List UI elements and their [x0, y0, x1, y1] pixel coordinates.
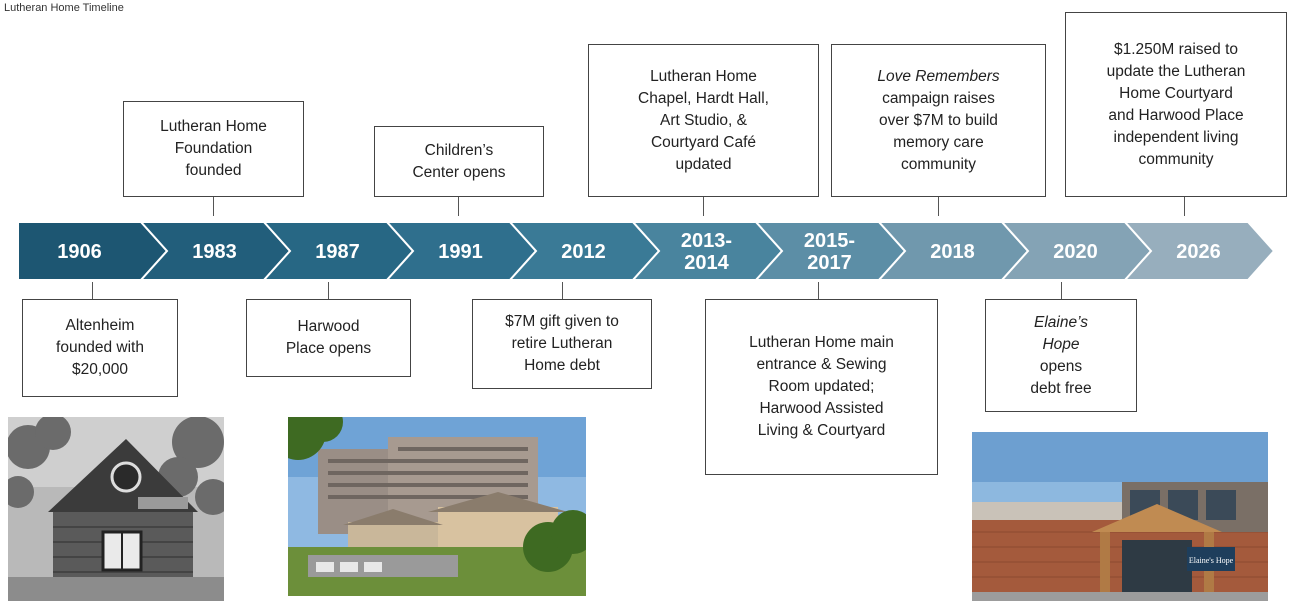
event-2020-name-part1: Elaine’s	[1033, 313, 1088, 331]
elaines-hope-building-photo: Elaine's Hope	[972, 432, 1268, 601]
connector-2018	[938, 196, 939, 216]
event-2013-line4: Courtyard Café	[650, 133, 757, 151]
event-2012-line2: retire Lutheran	[511, 335, 613, 352]
event-2018-line3: over $7M to build	[879, 111, 998, 129]
event-2012-line3: Home debt	[524, 357, 600, 374]
connector-2020	[1061, 282, 1062, 300]
event-1983-line3: founded	[185, 162, 242, 179]
connector-2012	[562, 282, 563, 300]
event-2018-campaign-name: Love Remembers	[877, 67, 1000, 85]
event-box-2018: Love Remembers campaign raises over $7M …	[831, 44, 1046, 197]
event-2018-line5: community	[901, 155, 976, 173]
timeline-year-label-1: 1983	[192, 241, 237, 263]
connector-1983	[213, 196, 214, 216]
event-2015-line2: entrance & Sewing	[756, 356, 887, 373]
event-1906-line1: Altenheim	[65, 317, 135, 334]
event-box-2026: $1.250M raised to update the Lutheran Ho…	[1065, 12, 1287, 197]
timeline-segment-9	[1122, 221, 1276, 281]
timeline-year-label-3: 1991	[438, 241, 483, 263]
event-2012-line1: $7M gift given to	[505, 313, 619, 330]
event-box-2015: Lutheran Home main entrance & Sewing Roo…	[705, 299, 938, 475]
event-1987-line1: Harwood	[297, 318, 360, 335]
event-2015-line4: Harwood Assisted	[759, 400, 884, 417]
event-2018-line2: campaign raises	[882, 89, 995, 107]
historic-house-photo	[8, 417, 224, 601]
event-1906-line2: founded with	[56, 339, 144, 356]
event-box-2012: $7M gift given to retire Lutheran Home d…	[472, 299, 652, 389]
event-2020-name-part2: Hope	[1042, 335, 1080, 353]
event-2026-line4: and Harwood Place	[1108, 106, 1244, 124]
timeline-year-label-5: 2013-2014	[681, 230, 732, 274]
connector-1987	[328, 282, 329, 300]
event-box-1987: Harwood Place opens	[246, 299, 411, 377]
connector-2026	[1184, 196, 1185, 216]
timeline-year-label-8: 2020	[1053, 241, 1098, 263]
event-2015-line1: Lutheran Home main	[749, 334, 894, 351]
event-2026-line3: Home Courtyard	[1119, 84, 1233, 102]
event-1983-line2: Foundation	[174, 140, 253, 157]
event-box-1991: Children’s Center opens	[374, 126, 544, 197]
campus-buildings-photo	[288, 417, 586, 596]
timeline-year-label-7: 2018	[930, 241, 975, 263]
timeline-year-label-2: 1987	[315, 241, 360, 263]
event-2026-line2: update the Lutheran	[1106, 62, 1246, 80]
event-2013-line5: updated	[675, 155, 732, 173]
timeline-year-label-0: 1906	[57, 241, 102, 263]
event-2020-line3: debt free	[1030, 379, 1092, 397]
event-1983-line1: Lutheran Home	[160, 118, 267, 135]
page-label: Lutheran Home Timeline	[4, 2, 124, 14]
event-1991-line2: Center opens	[412, 163, 506, 181]
event-box-2020: Elaine’s Hope opens debt free	[985, 299, 1137, 412]
timeline-year-label-9: 2026	[1176, 241, 1221, 263]
event-2013-line3: Art Studio, &	[659, 111, 747, 129]
event-2026-line5: independent living	[1113, 128, 1239, 146]
event-box-1983: Lutheran Home Foundation founded	[123, 101, 304, 197]
connector-1906	[92, 282, 93, 300]
building-sign-text: Elaine's Hope	[1189, 556, 1234, 565]
event-1991-line1: Children’s	[424, 141, 494, 159]
event-1906-line3: $20,000	[71, 361, 129, 378]
event-box-1906: Altenheim founded with $20,000	[22, 299, 178, 397]
timeline-year-label-6: 2015-2017	[804, 230, 855, 274]
event-box-2013: Lutheran Home Chapel, Hardt Hall, Art St…	[588, 44, 819, 197]
event-2026-line6: community	[1138, 150, 1214, 168]
connector-1991	[458, 196, 459, 216]
event-2013-line2: Chapel, Hardt Hall,	[638, 89, 769, 107]
connector-2015	[818, 282, 819, 300]
event-2013-line1: Lutheran Home	[650, 67, 757, 85]
event-2020-line2-rest: opens	[1039, 357, 1083, 375]
connector-2013	[703, 196, 704, 216]
event-2015-line5: Living & Courtyard	[757, 422, 886, 439]
event-2015-line3: Room updated;	[768, 378, 875, 395]
event-1987-line2: Place opens	[285, 340, 372, 357]
timeline-year-label-4: 2012	[561, 241, 606, 263]
event-2026-line1: $1.250M raised to	[1113, 40, 1239, 58]
event-2018-line4: memory care	[893, 133, 984, 151]
